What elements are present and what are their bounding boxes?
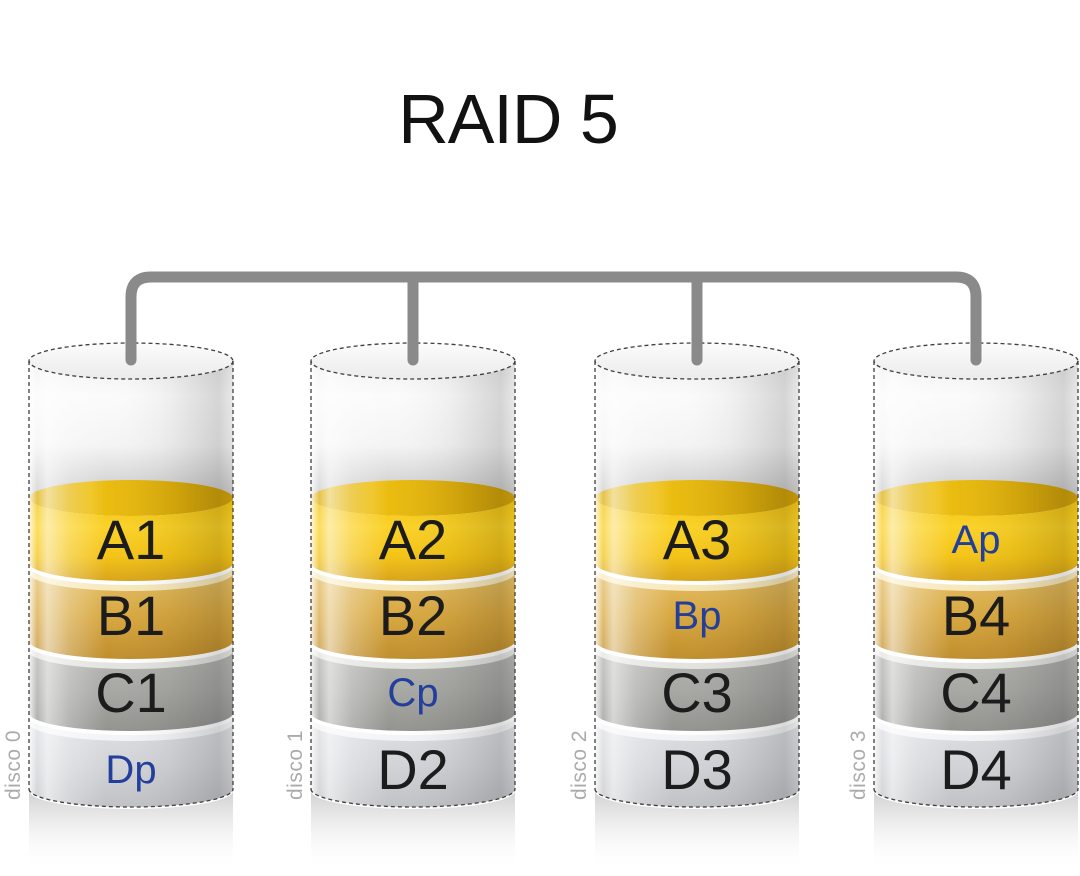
block-label: C4	[940, 661, 1012, 724]
block-label: Bp	[672, 594, 722, 638]
block-label: A2	[378, 508, 448, 571]
disk-name-label: disco 1	[284, 729, 307, 800]
block-label: Dp	[105, 748, 157, 792]
block-label: D4	[940, 738, 1012, 801]
block-label: A3	[662, 508, 732, 571]
disk-name-label: disco 2	[568, 729, 591, 800]
block-label: A1	[96, 508, 166, 571]
diagram-title: RAID 5	[398, 80, 619, 158]
block-label: C1	[95, 661, 167, 724]
disk-name-label: disco 3	[847, 729, 870, 800]
block-label: D2	[377, 738, 449, 801]
disk-name-label: disco 0	[2, 729, 25, 800]
block-label: C3	[661, 661, 733, 724]
block-label: B4	[941, 584, 1011, 647]
block-label: Ap	[951, 518, 1001, 562]
block-label: Cp	[387, 671, 439, 715]
block-label: B2	[378, 584, 448, 647]
bus-connector-line	[125, 271, 982, 366]
block-label: B1	[96, 584, 166, 647]
block-label: D3	[661, 738, 733, 801]
